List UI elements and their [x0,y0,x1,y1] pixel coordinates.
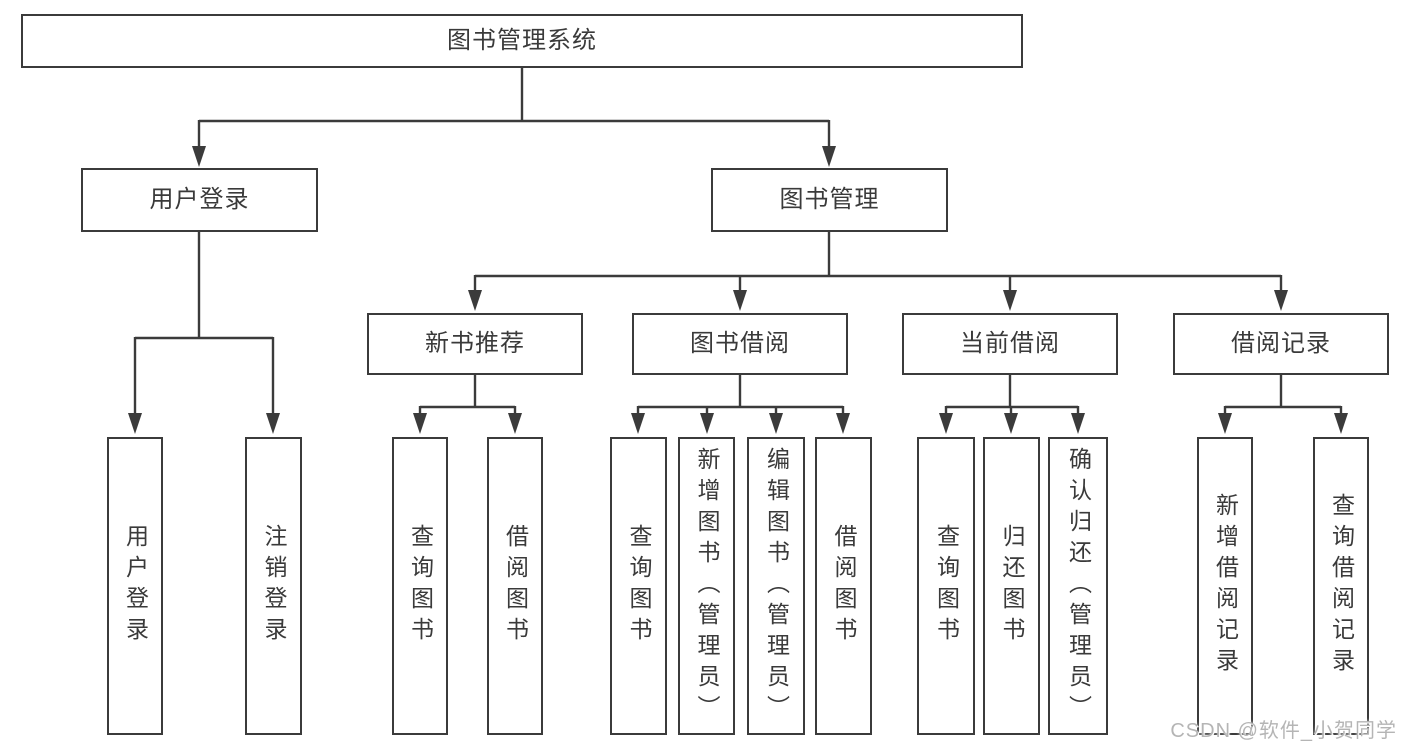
module-book-borrow: 图书借阅 [632,313,848,375]
leaf-borrow-books-recommend: 借阅图书 [487,437,543,735]
arrowhead [733,290,747,311]
leaf-query-books-recommend: 查询图书 [392,437,448,735]
leaf-user-login: 用户登录 [107,437,163,735]
leaf-query-books-borrow: 查询图书 [610,437,667,735]
connector-book-borrow-to-leaves [631,375,850,434]
arrowhead [508,413,522,434]
module-new-book-recommend-label: 新书推荐 [425,330,525,357]
leaf-confirm-return-admin-label: 确认归还（管理员） [1065,446,1092,726]
leaf-query-books-current: 查询图书 [917,437,975,735]
arrowhead [413,413,427,434]
leaf-add-books-admin: 新增图书（管理员） [678,437,735,735]
leaf-query-borrow-record-label: 查询借阅记录 [1328,493,1355,679]
leaf-edit-books-admin-label: 编辑图书（管理员） [763,446,790,726]
module-book-borrow-label: 图书借阅 [690,330,790,357]
leaf-borrow-books: 借阅图书 [815,437,872,735]
leaf-add-borrow-record: 新增借阅记录 [1197,437,1253,735]
leaf-add-books-admin-label: 新增图书（管理员） [694,446,720,726]
leaf-user-login-label: 用户登录 [122,524,149,648]
leaf-logout-label: 注销登录 [261,524,287,648]
arrowhead [1334,413,1348,434]
arrowhead [700,413,714,434]
module-current-borrow-label: 当前借阅 [960,330,1060,357]
leaf-query-books-recommend-label: 查询图书 [407,524,434,648]
branch-user-login-label: 用户登录 [149,186,250,213]
connector-new-book-to-leaves [413,375,522,434]
leaf-add-borrow-record-label: 新增借阅记录 [1212,493,1239,679]
arrowhead [822,146,836,167]
branch-book-management-label: 图书管理 [779,186,880,213]
leaf-query-books-borrow-label: 查询图书 [626,524,652,648]
arrowhead [631,413,645,434]
module-current-borrow: 当前借阅 [902,313,1118,375]
arrowhead [266,413,280,434]
arrowhead [769,413,783,434]
arrowhead [836,413,850,434]
leaf-query-books-current-label: 查询图书 [933,524,960,648]
connector-current-borrow-to-leaves [939,375,1085,434]
connector-borrow-record-to-leaves [1218,375,1348,434]
leaf-return-books-label: 归还图书 [999,524,1025,648]
arrowhead [1274,290,1288,311]
module-new-book-recommend: 新书推荐 [367,313,583,375]
branch-user-login: 用户登录 [81,168,318,232]
branch-book-management: 图书管理 [711,168,948,232]
leaf-query-borrow-record: 查询借阅记录 [1313,437,1369,735]
module-borrow-records-label: 借阅记录 [1231,330,1331,357]
module-borrow-records: 借阅记录 [1173,313,1389,375]
arrowhead [939,413,953,434]
leaf-borrow-books-recommend-label: 借阅图书 [502,524,529,648]
root-label: 图书管理系统 [447,27,597,54]
leaf-borrow-books-label: 借阅图书 [831,524,857,648]
arrowhead [1004,413,1018,434]
connector-book-mgmt-to-modules [468,232,1288,311]
arrowhead [468,290,482,311]
arrowhead [1071,413,1085,434]
leaf-confirm-return-admin: 确认归还（管理员） [1048,437,1108,735]
arrowhead [128,413,142,434]
leaf-return-books: 归还图书 [983,437,1040,735]
csdn-watermark: CSDN @软件_小贺同学 [1170,720,1397,742]
arrowhead [1218,413,1232,434]
arrowhead [192,146,206,167]
connector-root-to-level2 [192,68,836,167]
leaf-logout: 注销登录 [245,437,302,735]
leaf-edit-books-admin: 编辑图书（管理员） [747,437,805,735]
root-box-library-system: 图书管理系统 [21,14,1023,68]
arrowhead [1003,290,1017,311]
connector-user-login-to-leaves [128,232,280,434]
